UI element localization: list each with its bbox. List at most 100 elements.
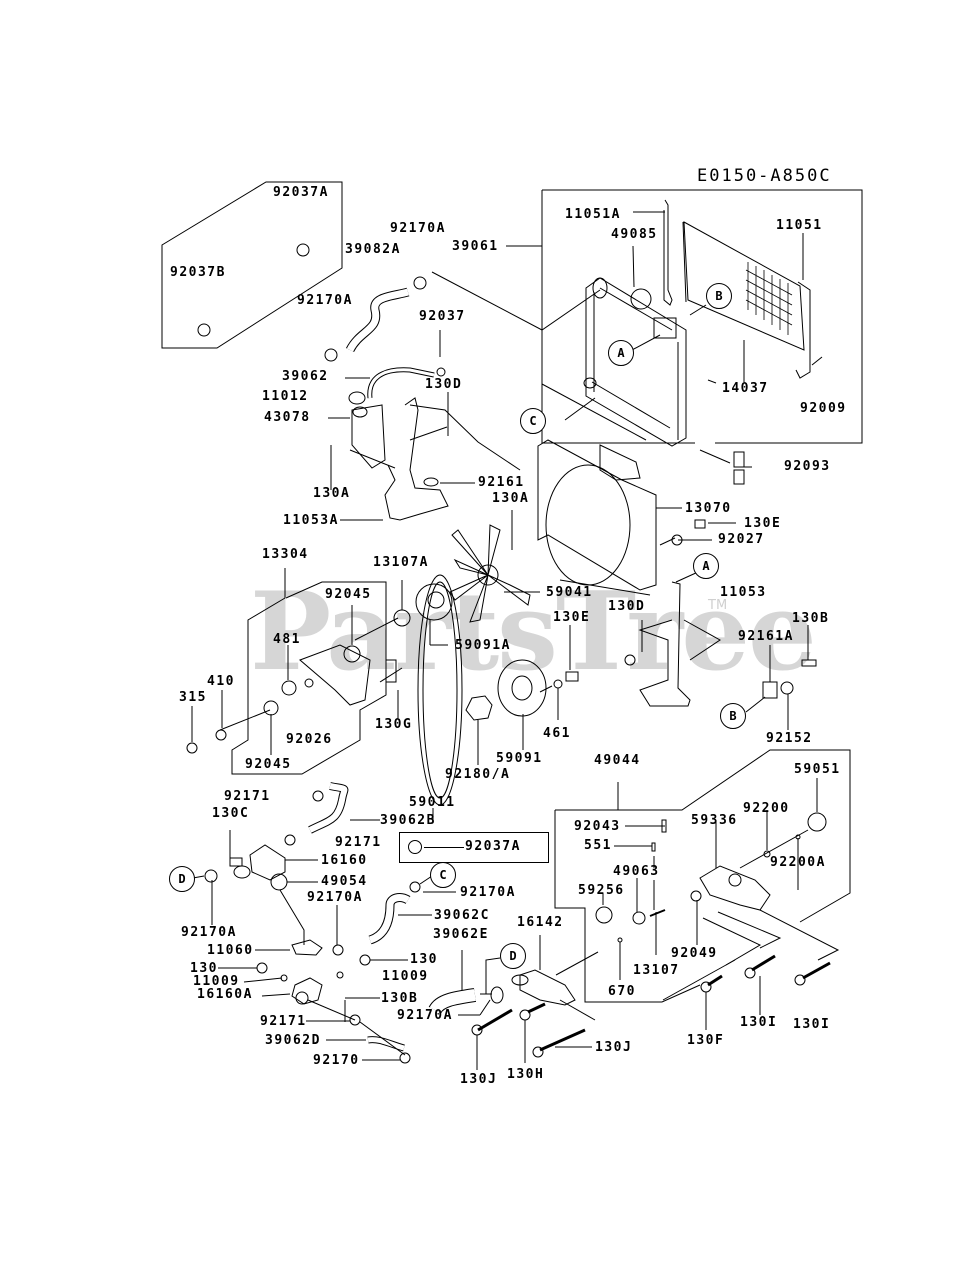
part-label[interactable]: 461	[543, 726, 571, 741]
part-label[interactable]: 92161A	[738, 629, 794, 644]
part-label[interactable]: 551	[584, 838, 612, 853]
part-label[interactable]: 39062E	[433, 927, 489, 942]
part-label[interactable]: 11012	[262, 389, 309, 404]
part-label[interactable]: 59011	[409, 795, 456, 810]
part-label[interactable]: 11051A	[565, 207, 621, 222]
part-label[interactable]: 14037	[722, 381, 769, 396]
part-label[interactable]: 92045	[325, 587, 372, 602]
part-label[interactable]: 130	[190, 961, 218, 976]
part-label[interactable]: 130E	[744, 516, 782, 531]
part-label[interactable]: 130G	[375, 717, 413, 732]
drawing-code: E0150-A850C	[697, 166, 832, 186]
part-label[interactable]: 130J	[595, 1040, 633, 1055]
pulley-59091	[497, 659, 547, 717]
part-label[interactable]: 410	[207, 674, 235, 689]
fan-belt-59011	[417, 574, 463, 806]
part-label[interactable]: 130B	[381, 991, 419, 1006]
part-label[interactable]: 11053A	[283, 513, 339, 528]
part-label[interactable]: 92026	[286, 732, 333, 747]
part-label[interactable]: 130J	[460, 1072, 498, 1087]
part-label[interactable]: 130I	[740, 1015, 778, 1030]
fan-59041	[449, 524, 531, 623]
part-label[interactable]: 11051	[776, 218, 823, 233]
part-label[interactable]: 11060	[207, 943, 254, 958]
part-label[interactable]: 92200A	[770, 855, 826, 870]
pulley-59091A	[415, 583, 453, 621]
part-label[interactable]: 130I	[793, 1017, 831, 1032]
part-label[interactable]: 59091A	[455, 638, 511, 653]
part-label[interactable]: 13070	[685, 501, 732, 516]
part-label[interactable]: 92170A	[460, 885, 516, 900]
part-label[interactable]: 39082A	[345, 242, 401, 257]
part-label[interactable]: 59051	[794, 762, 841, 777]
part-label[interactable]: 130	[410, 952, 438, 967]
pump-case-59336	[699, 865, 771, 911]
part-label[interactable]: 92049	[671, 946, 718, 961]
part-label[interactable]: 11053	[720, 585, 767, 600]
part-label[interactable]: 59256	[578, 883, 625, 898]
part-label[interactable]: 481	[273, 632, 301, 647]
part-label[interactable]: 49085	[611, 227, 658, 242]
part-label[interactable]: 130A	[313, 486, 351, 501]
part-label[interactable]: 92093	[784, 459, 831, 474]
part-label[interactable]: 59336	[691, 813, 738, 828]
part-label[interactable]: 92043	[574, 819, 621, 834]
part-label[interactable]: 16142	[517, 915, 564, 930]
part-label[interactable]: 92009	[800, 401, 847, 416]
part-label[interactable]: 92027	[718, 532, 765, 547]
part-label[interactable]: 92037A	[273, 185, 329, 200]
part-label[interactable]: 92171	[260, 1014, 307, 1029]
kit-box-49044	[555, 749, 851, 923]
part-label[interactable]: 13107	[633, 963, 680, 978]
part-label[interactable]: 92171	[224, 789, 271, 804]
part-label[interactable]: 130E	[553, 610, 591, 625]
part-label[interactable]: 92170A	[397, 1008, 453, 1023]
radiator	[583, 277, 687, 447]
part-label[interactable]: 49054	[321, 874, 368, 889]
part-label[interactable]: 92152	[766, 731, 813, 746]
part-label[interactable]: 92170A	[181, 925, 237, 940]
washer-92180A	[465, 695, 493, 721]
part-label[interactable]: 130A	[492, 491, 530, 506]
gasket-11060	[291, 939, 323, 956]
part-label[interactable]: 49044	[594, 753, 641, 768]
part-label[interactable]: 130D	[608, 599, 646, 614]
part-label[interactable]: 92170	[313, 1053, 360, 1068]
part-label[interactable]: 39062C	[434, 908, 490, 923]
part-label[interactable]: 39062B	[380, 813, 436, 828]
part-label[interactable]: 16160A	[197, 987, 253, 1002]
part-label[interactable]: 92037A	[465, 839, 521, 854]
part-label[interactable]: 49063	[613, 864, 660, 879]
part-label[interactable]: 39061	[452, 239, 499, 254]
part-label[interactable]: 130C	[212, 806, 250, 821]
part-label[interactable]: 39062D	[265, 1033, 321, 1048]
part-label[interactable]: 670	[608, 984, 636, 999]
part-label[interactable]: 92170A	[390, 221, 446, 236]
part-label[interactable]: 130B	[792, 611, 830, 626]
part-label[interactable]: 92170A	[297, 293, 353, 308]
part-label[interactable]: 92170A	[307, 890, 363, 905]
part-label[interactable]: 130H	[507, 1067, 545, 1082]
part-label[interactable]: 92171	[335, 835, 382, 850]
part-label[interactable]: 92045	[245, 757, 292, 772]
part-label[interactable]: 92037	[419, 309, 466, 324]
screen-mesh	[745, 262, 793, 335]
part-label[interactable]: 13107A	[373, 555, 429, 570]
part-label[interactable]: 130F	[687, 1033, 725, 1048]
part-label[interactable]: 11009	[382, 969, 429, 984]
bracket-11053	[638, 581, 691, 707]
part-label[interactable]: 92200	[743, 801, 790, 816]
part-label[interactable]: 92180/A	[445, 767, 511, 782]
part-label[interactable]: 315	[179, 690, 207, 705]
part-label[interactable]: 92161	[478, 475, 525, 490]
part-label[interactable]: 59091	[496, 751, 543, 766]
part-label[interactable]: 39062	[282, 369, 329, 384]
part-label[interactable]: 92037B	[170, 265, 226, 280]
part-label[interactable]: 43078	[264, 410, 311, 425]
part-label[interactable]: 16160	[321, 853, 368, 868]
bushing-92161A	[762, 681, 778, 699]
part-label[interactable]: 11009	[193, 974, 240, 989]
part-label[interactable]: 13304	[262, 547, 309, 562]
part-label[interactable]: 59041	[546, 585, 593, 600]
part-label[interactable]: 130D	[425, 377, 463, 392]
